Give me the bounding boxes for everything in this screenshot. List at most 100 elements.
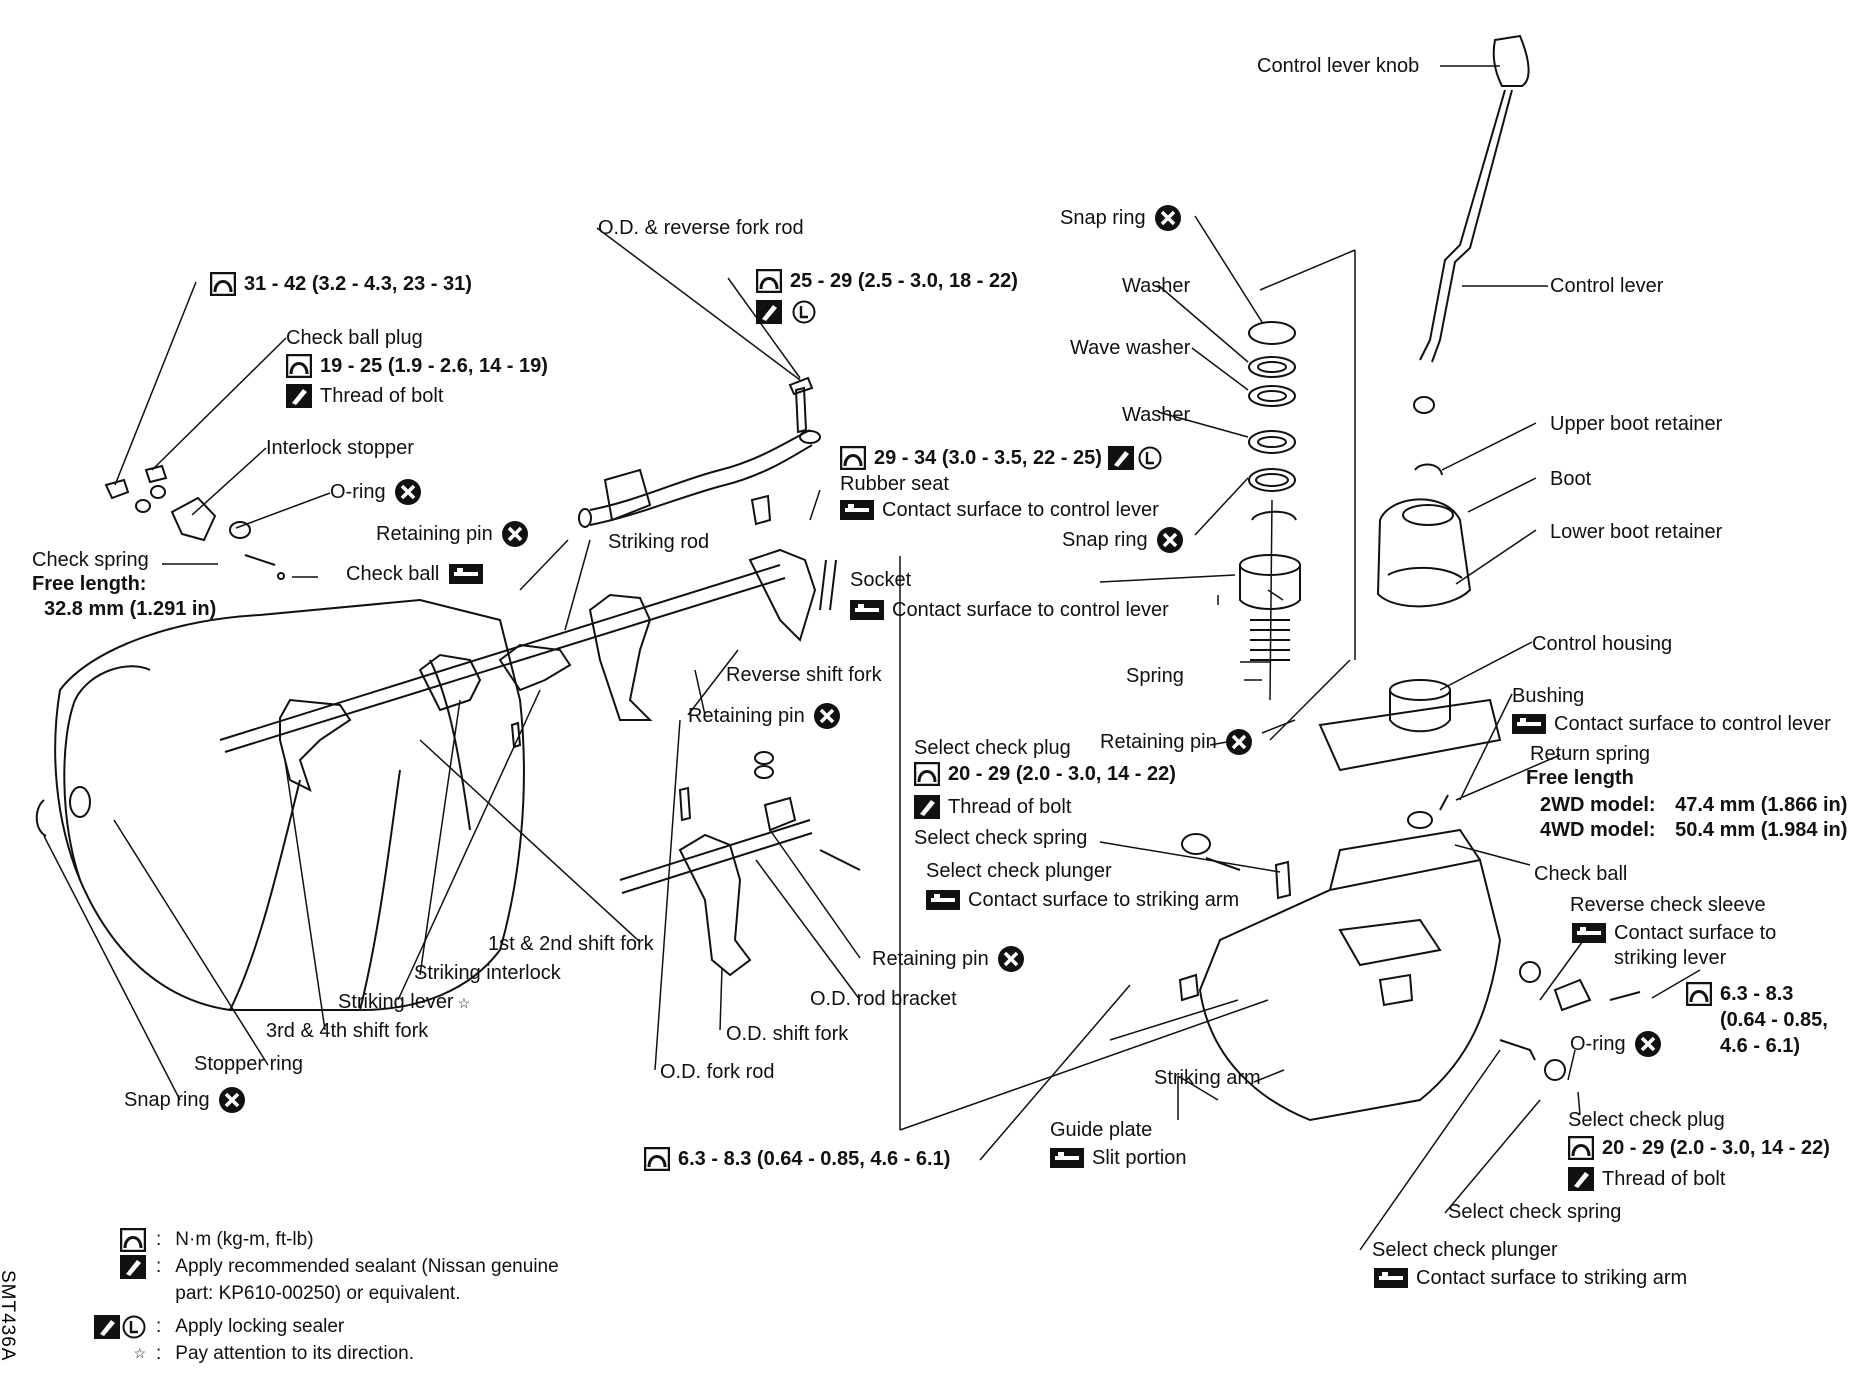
label-control-lever-knob: Control lever knob: [1257, 55, 1420, 77]
label-thread-of-bolt-2: Thread of bolt: [914, 795, 1071, 819]
grease-icon: [1050, 1148, 1084, 1168]
torque-icon: [914, 762, 940, 786]
control-housing-drawing: [1318, 679, 1502, 829]
label-reverse-check-sleeve: Reverse check sleeve: [1570, 894, 1766, 916]
label-lower-boot-retainer: Lower boot retainer: [1550, 521, 1723, 543]
label-stopper-ring: Stopper ring: [194, 1053, 303, 1075]
label-reverse-shift-fork: Reverse shift fork: [726, 664, 882, 686]
label-striking-rod: Striking rod: [608, 531, 710, 553]
torque-value: 31 - 42 (3.2 - 4.3, 23 - 31): [244, 273, 472, 295]
label-torque-select-plug-2: 20 - 29 (2.0 - 3.0, 14 - 22): [1568, 1136, 1830, 1160]
label-od-fork-rod: O.D. fork rod: [660, 1061, 775, 1083]
model-2wd-value: 47.4 mm (1.866 in): [1675, 794, 1848, 816]
label-spring: Spring: [1126, 665, 1184, 687]
label-torque-check-ball-plug: 19 - 25 (1.9 - 2.6, 14 - 19): [286, 354, 548, 378]
label-torque-small-2: (0.64 - 0.85,: [1720, 1009, 1828, 1031]
legend-row-star: ☆ : Pay attention to its direction.: [133, 1342, 414, 1364]
model-2wd-text: 2WD model:: [1540, 794, 1656, 816]
label-od-reverse-fork-rod: O.D. & reverse fork rod: [598, 217, 804, 239]
control-lever-drawing: [1376, 34, 1530, 608]
label-o-ring-left: O-ring: [330, 478, 422, 506]
torque-icon: [210, 272, 236, 296]
label-select-check-plunger-1: Select check plunger: [926, 860, 1112, 882]
diagram-code: SMT436A: [0, 1270, 18, 1362]
label-free-length: Free length:: [32, 573, 147, 595]
label-check-ball-plug: Check ball plug: [286, 327, 423, 349]
label-retaining-pin-2: Retaining pin: [688, 702, 841, 730]
torque-value: 25 - 29 (2.5 - 3.0, 18 - 22): [790, 270, 1018, 292]
sealant-icon: [1568, 1167, 1594, 1191]
label-free-length-2: Free length: [1526, 767, 1634, 789]
star-icon: ☆: [457, 995, 471, 1011]
label-rubber-seat: Rubber seat: [840, 473, 949, 495]
torque-value: 29 - 34 (3.0 - 3.5, 22 - 25): [874, 447, 1102, 469]
legend-text: Apply locking sealer: [175, 1315, 345, 1337]
legend-row-sealant: : Apply recommended sealant (Nissan genu…: [60, 1253, 559, 1280]
label-snap-ring-2: Snap ring: [1062, 526, 1184, 554]
label-torque-small-3: 4.6 - 6.1): [1720, 1035, 1801, 1057]
check-ball-plug-drawing: [104, 464, 285, 580]
label-od-shift-fork: O.D. shift fork: [726, 1023, 849, 1045]
label-select-check-spring-2: Select check spring: [1448, 1201, 1622, 1223]
o-ring-text: O-ring: [330, 481, 386, 503]
torque-icon: [840, 446, 866, 470]
label-torque-bottom: 6.3 - 8.3 (0.64 - 0.85, 4.6 - 6.1): [644, 1147, 950, 1171]
label-thread-of-bolt-3: Thread of bolt: [1568, 1167, 1725, 1191]
locking-l-icon: [122, 1315, 146, 1339]
leader-lines: [43, 65, 1701, 1251]
legend-text: Pay attention to its direction.: [175, 1342, 414, 1364]
contact-text: Contact surface to striking arm: [968, 889, 1240, 911]
sealant-icon: [286, 384, 312, 408]
torque-icon: [1686, 982, 1712, 1006]
slit-text: Slit portion: [1092, 1147, 1187, 1169]
model-4wd-value: 50.4 mm (1.984 in): [1675, 819, 1848, 841]
label-wave-washer: Wave washer: [1070, 337, 1191, 359]
label-snap-ring-bottom: Snap ring: [124, 1086, 246, 1114]
od-reverse-fork-rod-drawing: [578, 429, 821, 528]
legend-text: part: KP610-00250) or equivalent.: [175, 1282, 461, 1304]
torque-value: 20 - 29 (2.0 - 3.0, 14 - 22): [948, 763, 1176, 785]
contact-text: Contact surface to control lever: [892, 599, 1169, 621]
label-check-spring-length: 32.8 mm (1.291 in): [44, 598, 217, 620]
label-control-lever: Control lever: [1550, 275, 1664, 297]
label-guide-plate: Guide plate: [1050, 1119, 1153, 1141]
torque-icon: [1568, 1136, 1594, 1160]
snap-ring-text: Snap ring: [1062, 529, 1148, 551]
discard-icon: [997, 945, 1025, 973]
torque-value: 6.3 - 8.3: [1720, 983, 1794, 1005]
label-interlock-stopper: Interlock stopper: [266, 437, 414, 459]
discard-icon: [1225, 728, 1253, 756]
label-snap-ring-top: Snap ring: [1060, 204, 1182, 232]
torque-value: 20 - 29 (2.0 - 3.0, 14 - 22): [1602, 1137, 1830, 1159]
sealant-icon: [94, 1315, 120, 1339]
thread-text: Thread of bolt: [320, 385, 444, 407]
torque-value: 6.3 - 8.3 (0.64 - 0.85, 4.6 - 6.1): [678, 1148, 951, 1170]
label-2wd: 2WD model: 47.4 mm (1.866 in): [1540, 793, 1847, 817]
sealant-icon: [756, 300, 782, 324]
label-thread-of-bolt-1: Thread of bolt: [286, 384, 443, 408]
label-retaining-pin-4: Retaining pin: [872, 945, 1025, 973]
label-slit-portion: Slit portion: [1050, 1146, 1187, 1170]
snap-ring-text: Snap ring: [124, 1089, 210, 1111]
striking-lever-text: Striking lever: [338, 991, 454, 1013]
locking-l-icon: [792, 300, 816, 324]
label-select-check-plug-2: Select check plug: [1568, 1109, 1725, 1131]
label-upper-boot-retainer: Upper boot retainer: [1550, 413, 1723, 435]
grease-icon: [1512, 714, 1546, 734]
label-torque-small: 6.3 - 8.3: [1686, 982, 1793, 1006]
contact-text: Contact surface to striking arm: [1416, 1267, 1688, 1289]
label-torque-fork-rod-bolt: 25 - 29 (2.5 - 3.0, 18 - 22): [756, 269, 1018, 293]
label-torque-top-left: 31 - 42 (3.2 - 4.3, 23 - 31): [210, 272, 472, 296]
contact-text: Contact surface to control lever: [882, 499, 1159, 521]
thread-text: Thread of bolt: [1602, 1168, 1726, 1190]
o-ring-text: O-ring: [1570, 1033, 1626, 1055]
discard-icon: [1634, 1030, 1662, 1058]
label-control-housing: Control housing: [1532, 633, 1673, 655]
label-striking-lever: Striking lever☆: [338, 990, 470, 1015]
retaining-pin-text: Retaining pin: [872, 948, 989, 970]
od-fork-assembly-drawing: [510, 376, 861, 977]
label-select-check-plug-1: Select check plug: [914, 737, 1071, 759]
retaining-pin-text: Retaining pin: [1100, 731, 1217, 753]
label-contact-surface-control-lever-1: Contact surface to control lever: [840, 498, 1159, 522]
